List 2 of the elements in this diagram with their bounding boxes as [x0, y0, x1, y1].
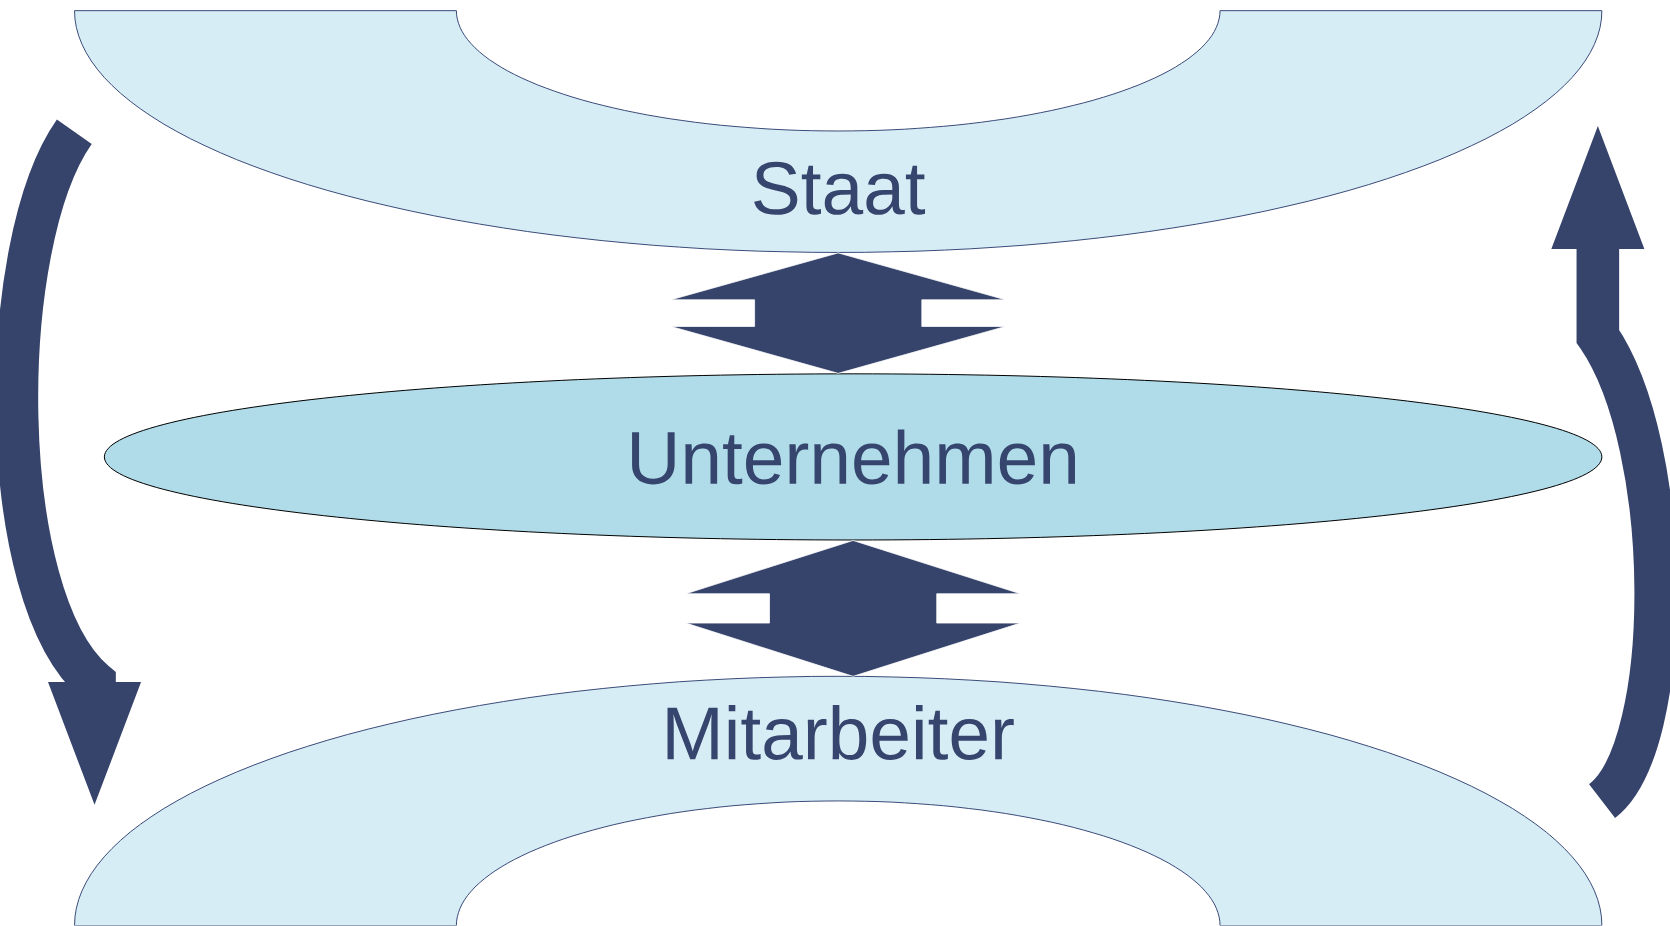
block-arrow	[670, 252, 1006, 374]
block-arrow	[685, 540, 1021, 677]
